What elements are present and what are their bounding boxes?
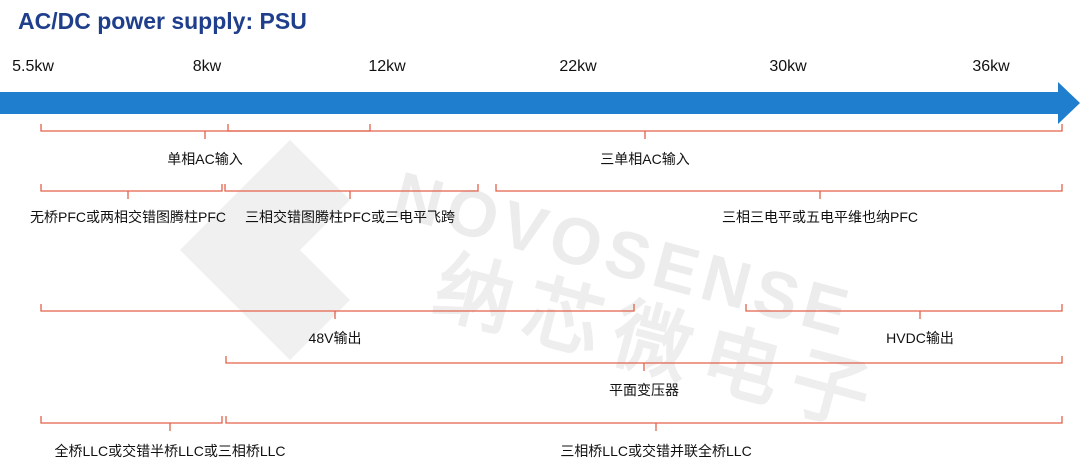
power-axis-arrow (0, 82, 1080, 124)
page-title: AC/DC power supply: PSU (18, 8, 307, 34)
range-label: 三单相AC输入 (600, 151, 690, 167)
range-label: 无桥PFC或两相交错图腾柱PFC (30, 209, 226, 225)
range-brace (225, 356, 1063, 371)
range-label: 48V输出 (308, 330, 362, 346)
range-braces (40, 124, 1063, 431)
range-brace (40, 124, 371, 139)
range-brace (227, 124, 1063, 139)
range-label: 三相桥LLC或交错并联全桥LLC (560, 443, 752, 459)
range-brace (225, 416, 1063, 431)
range-label: 全桥LLC或交错半桥LLC或三相桥LLC (54, 443, 286, 459)
range-brace (224, 184, 479, 199)
tick-label: 22kw (559, 58, 597, 75)
tick-label: 5.5kw (12, 58, 54, 75)
range-brace (745, 304, 1063, 319)
watermark: NOVOSENSE 纳芯微电子 (180, 140, 893, 447)
range-label: 三相交错图腾柱PFC或三电平飞跨 (245, 209, 455, 225)
range-brace (40, 304, 635, 319)
tick-label: 30kw (769, 58, 807, 75)
range-label: 平面变压器 (609, 382, 679, 398)
tick-label: 36kw (972, 58, 1010, 75)
watermark-logo-shape (180, 140, 350, 360)
range-brace (40, 416, 223, 431)
range-label: 三相三电平或五电平维也纳PFC (722, 209, 918, 225)
range-brace (495, 184, 1063, 199)
tick-label: 12kw (368, 58, 406, 75)
range-label: HVDC输出 (886, 330, 954, 346)
tick-label: 8kw (192, 58, 222, 75)
range-brace (40, 184, 223, 199)
range-label: 单相AC输入 (167, 151, 243, 167)
